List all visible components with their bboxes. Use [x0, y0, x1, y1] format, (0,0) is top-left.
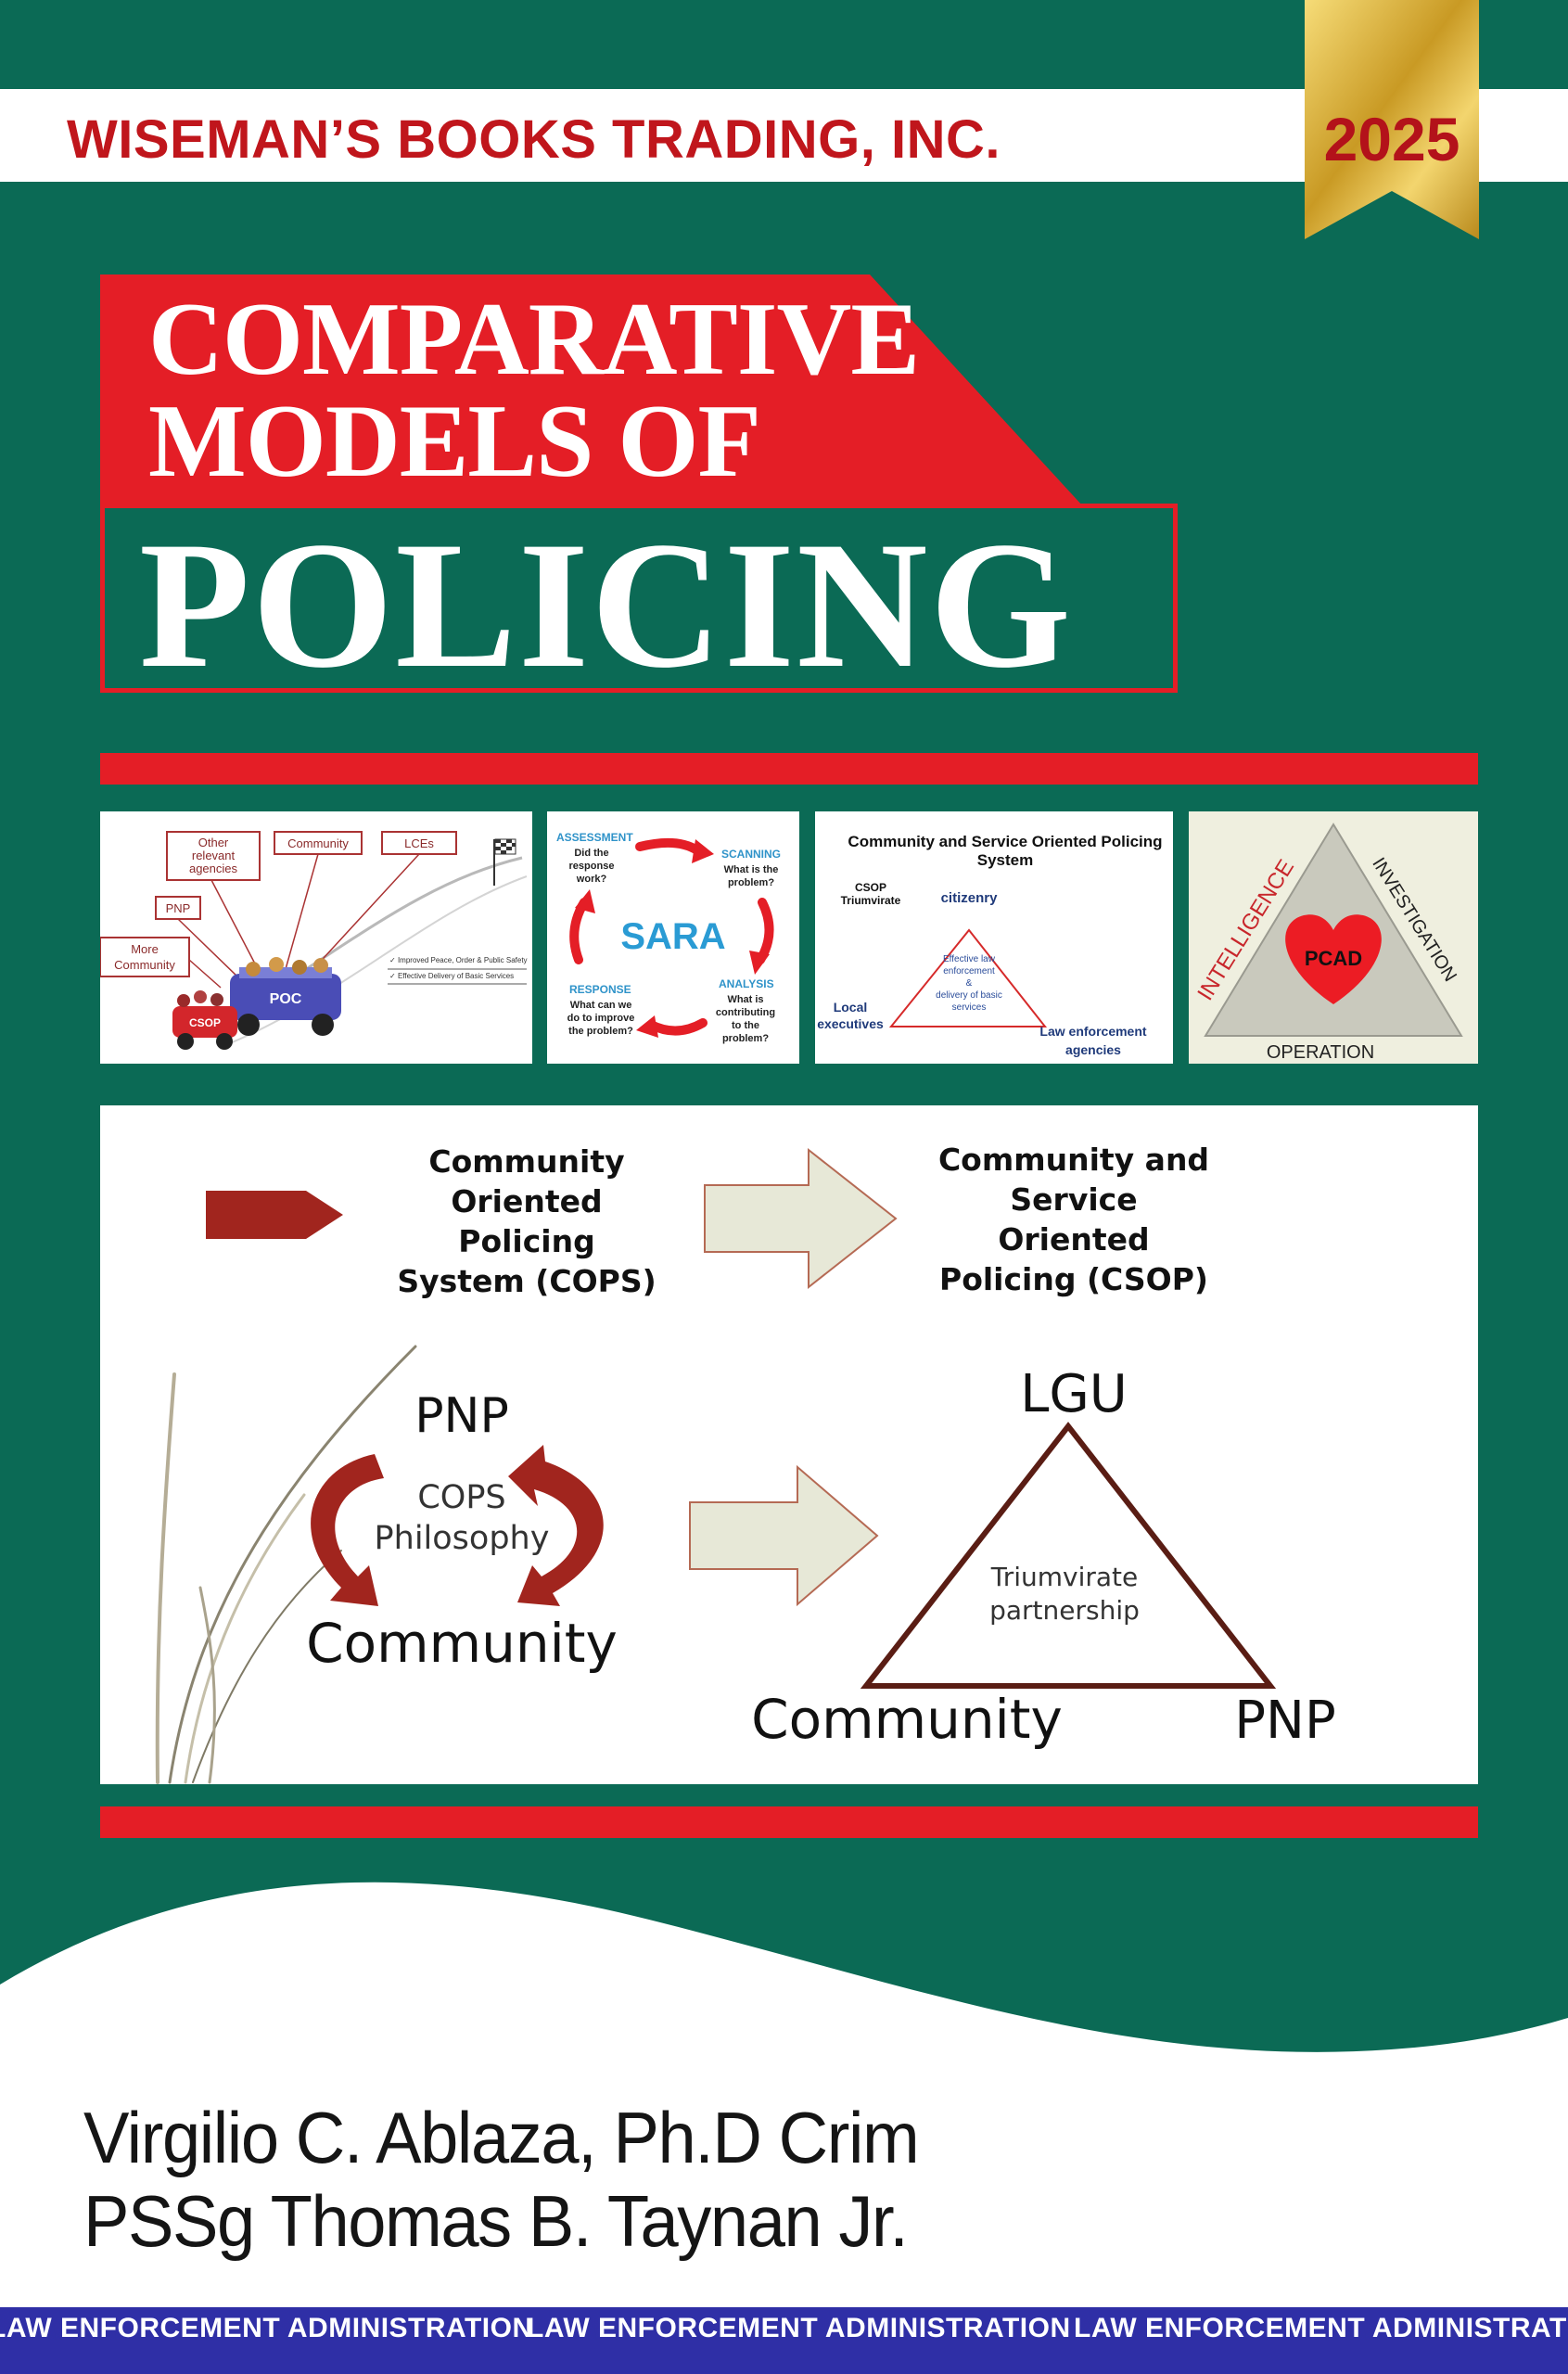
- checkered-flag-icon: [493, 838, 516, 886]
- poc-label-pnp: PNP: [166, 901, 191, 915]
- white-wave-shape: [0, 1882, 1568, 2374]
- triumvirate-line-2: partnership: [989, 1595, 1140, 1626]
- gold-ribbon-icon: [1305, 0, 1479, 239]
- svg-text:executives: executives: [817, 1016, 884, 1031]
- svg-text:CSOP: CSOP: [855, 881, 886, 894]
- svg-text:CSOP: CSOP: [189, 1016, 221, 1029]
- author-1: Virgilio C. Ablaza, Ph.D Crim: [83, 2097, 920, 2178]
- title-frame: [100, 504, 1178, 693]
- svg-text:enforcement: enforcement: [943, 966, 995, 976]
- svg-text:What is: What is: [727, 994, 763, 1005]
- svg-text:ASSESSMENT: ASSESSMENT: [556, 831, 633, 844]
- svg-text:problem?: problem?: [728, 877, 774, 888]
- cops-title-line-4: System (COPS): [397, 1263, 656, 1299]
- svg-text:POC: POC: [270, 991, 302, 1007]
- svg-text:Did the: Did the: [574, 848, 608, 859]
- svg-text:RESPONSE: RESPONSE: [569, 983, 631, 996]
- thumbnail-poc-vehicle: Other relevant agencies Community LCEs P…: [100, 811, 532, 1064]
- band-text-2: LAW ENFORCEMENT ADMINISTRATION: [527, 2313, 1071, 2343]
- svg-text:delivery of basic: delivery of basic: [936, 990, 1002, 1001]
- poc-label-community: Community: [287, 836, 349, 850]
- philosophy-line-2: Philosophy: [375, 1520, 550, 1557]
- bottom-red-rule: [100, 1806, 1478, 1838]
- arrow-philosophy-to-triumvirate-icon: [689, 1464, 879, 1607]
- svg-text:agencies: agencies: [189, 862, 238, 875]
- philosophy-line-1: COPS: [417, 1479, 505, 1516]
- policing-diagram-panel: Community Oriented Policing System (COPS…: [100, 1105, 1478, 1784]
- thumbnail-pcad-triangle: PCAD INTELLIGENCE INVESTIGATION OPERATIO…: [1189, 811, 1478, 1064]
- svg-text:citizenry: citizenry: [941, 890, 999, 906]
- jeepney-icon: POC: [230, 957, 341, 1036]
- poc-label-more: More: [131, 942, 159, 956]
- svg-text:to the: to the: [732, 1020, 759, 1031]
- cops-title-line-2: Oriented: [451, 1183, 602, 1219]
- svg-text:Community and Service Oriented: Community and Service Oriented Policing: [848, 833, 1162, 850]
- subject-band: [0, 2307, 1568, 2374]
- svg-text:Triumvirate: Triumvirate: [841, 894, 901, 907]
- poc-label-other: Other: [198, 836, 229, 849]
- svg-text:System: System: [977, 851, 1033, 869]
- cops-title-line-1: Community: [428, 1143, 624, 1180]
- cycle-arrows-icon: [311, 1445, 604, 1606]
- triumvirate-line-1: Triumvirate: [990, 1562, 1139, 1592]
- arrow-cops-to-csop-icon: [704, 1147, 898, 1290]
- svg-text:services: services: [952, 1002, 987, 1013]
- title-line-2: MODELS OF: [148, 384, 761, 499]
- band-text-3: LAW ENFORCEMENT ADMINISTRATION: [1074, 2313, 1568, 2343]
- svg-text:SCANNING: SCANNING: [721, 848, 781, 861]
- cops-title-line-3: Policing: [458, 1223, 594, 1259]
- cops-community-label: Community: [306, 1612, 618, 1675]
- edition-year: 2025: [1323, 105, 1460, 173]
- svg-text:work?: work?: [576, 874, 607, 885]
- cops-pnp-label: PNP: [414, 1388, 509, 1444]
- sara-center-label: SARA: [620, 916, 725, 957]
- svg-text:What can we: What can we: [570, 1000, 632, 1011]
- svg-text:Effective law: Effective law: [943, 954, 996, 964]
- title-line-1: COMPARATIVE: [148, 282, 920, 397]
- svg-text:Local: Local: [834, 1000, 868, 1015]
- pointer-arrow-icon: [206, 1191, 343, 1239]
- poc-bullet-2: ✓ Effective Delivery of Basic Services: [389, 972, 514, 980]
- band-text-1: LAW ENFORCEMENT ADMINISTRATION: [0, 2313, 533, 2343]
- svg-text:ANALYSIS: ANALYSIS: [719, 977, 774, 990]
- title-main-word: POLICING: [139, 504, 1074, 706]
- lgu-label: LGU: [1020, 1364, 1128, 1424]
- csop-title-line-2: Service: [1010, 1181, 1137, 1218]
- thumbnail-csop-system: Community and Service Oriented Policing …: [815, 811, 1173, 1064]
- svg-text:agencies: agencies: [1065, 1042, 1121, 1057]
- csop-triangle: [888, 928, 1048, 1027]
- top-red-rule: [100, 753, 1478, 785]
- author-2: PSSg Thomas B. Taynan Jr.: [83, 2180, 909, 2262]
- publisher-name: WISEMAN’S BOOKS TRADING, INC.: [67, 109, 1001, 170]
- svg-text:problem?: problem?: [722, 1033, 769, 1044]
- csop-cart-icon: CSOP: [172, 990, 237, 1050]
- triumvirate-community-label: Community: [751, 1688, 1063, 1751]
- pcad-bottom-label: OPERATION: [1267, 1042, 1374, 1063]
- svg-text:the problem?: the problem?: [568, 1026, 633, 1037]
- heart-icon: [1285, 914, 1382, 1004]
- triumvirate-pnp-label: PNP: [1234, 1691, 1335, 1751]
- poc-label-lces: LCEs: [404, 836, 434, 850]
- svg-text:contributing: contributing: [716, 1007, 775, 1018]
- svg-text:response: response: [569, 861, 615, 872]
- svg-text:What is the: What is the: [724, 864, 779, 875]
- svg-text:Law enforcement: Law enforcement: [1039, 1024, 1146, 1039]
- csop-title-line-1: Community and: [938, 1142, 1209, 1178]
- pcad-center-label: PCAD: [1305, 947, 1362, 970]
- poc-bullet-1: ✓ Improved Peace, Order & Public Safety: [389, 956, 528, 964]
- svg-text:do to improve: do to improve: [567, 1013, 635, 1024]
- svg-text:&: &: [966, 978, 973, 989]
- grass-decoration: [155, 1345, 417, 1784]
- svg-text:Community: Community: [114, 958, 175, 972]
- csop-title-line-4: Policing (CSOP): [939, 1261, 1208, 1297]
- csop-title-line-3: Oriented: [998, 1221, 1149, 1257]
- svg-text:relevant: relevant: [192, 849, 236, 862]
- triumvirate-triangle: [860, 1422, 1277, 1689]
- thumbnail-sara-model: ASSESSMENT Did the response work? SCANNI…: [547, 811, 799, 1064]
